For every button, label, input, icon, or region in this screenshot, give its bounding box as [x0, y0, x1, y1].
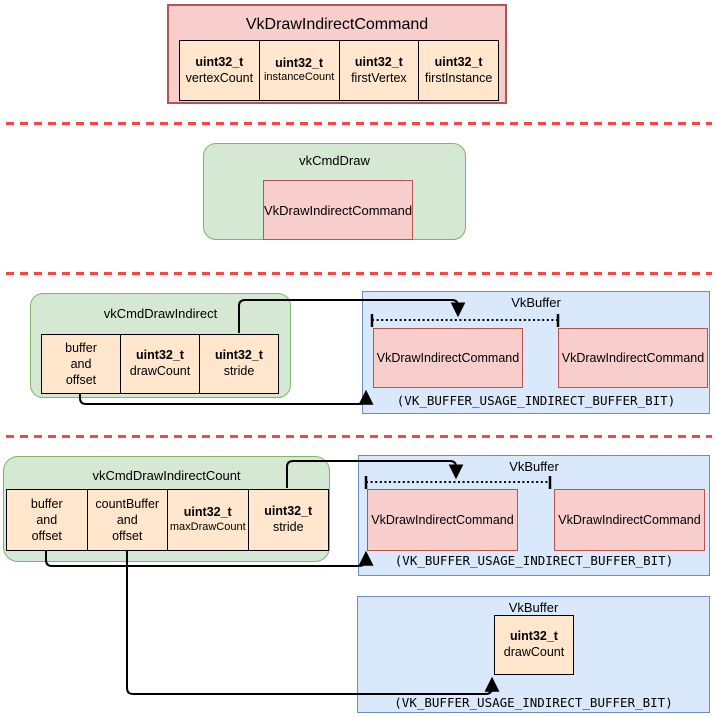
field-type: uint32_t	[275, 55, 324, 70]
param-text: buffer and offset	[65, 340, 97, 388]
buffer-usage-caption: (VK_BUFFER_USAGE_INDIRECT_BUFFER_BIT)	[396, 393, 676, 408]
field-type: uint32_t	[195, 54, 244, 69]
param-text: buffer and offset	[30, 496, 63, 544]
param-buffer-offset: buffer and offset	[41, 334, 121, 394]
field-name: vertexCount	[185, 70, 254, 85]
field-name: instanceCount	[263, 71, 335, 84]
struct-field-row: uint32_t vertexCount uint32_t instanceCo…	[179, 40, 499, 101]
vkbuffer-indirect-box: VkBuffer VkDrawIndirectCommand VkDrawInd…	[362, 291, 710, 414]
vkcmddrawindirect-param-row: buffer and offset uint32_t drawCount uin…	[41, 334, 279, 394]
vkcmddrawindirectcount-box: vkCmdDrawIndirectCount buffer and offset…	[3, 456, 330, 562]
param-name: stride	[272, 520, 304, 534]
buffer-command-0: VkDrawIndirectCommand	[367, 489, 518, 551]
vkbuffer-title: VkBuffer	[511, 295, 561, 310]
vkcmddrawindirect-box: vkCmdDrawIndirect buffer and offset uint…	[30, 293, 291, 398]
param-countbuffer-offset: countBuffer and offset	[87, 489, 168, 551]
struct-vkdrawindirectcommand-box: VkDrawIndirectCommand uint32_t vertexCou…	[167, 4, 507, 104]
vkbuffer-title: VkBuffer	[509, 459, 559, 474]
vkcmddraw-inner-command: VkDrawIndirectCommand	[263, 180, 413, 240]
struct-field-firstvertex: uint32_t firstVertex	[339, 40, 420, 101]
param-type: uint32_t	[264, 504, 313, 519]
param-text: countBuffer and offset	[95, 496, 160, 544]
vkbuffer-drawcount-box: VkBuffer uint32_t drawCount (VK_BUFFER_U…	[357, 596, 710, 713]
param-type: uint32_t	[215, 348, 263, 363]
field-name: drawCount	[503, 645, 565, 659]
buffer-command-0: VkDrawIndirectCommand	[373, 328, 523, 388]
param-stride: uint32_t stride	[200, 334, 279, 394]
vkcmddraw-title: vkCmdDraw	[299, 153, 370, 168]
param-name: drawCount	[129, 364, 191, 378]
param-name: stride	[223, 364, 255, 378]
field-type: uint32_t	[434, 54, 483, 69]
struct-field-firstinstance: uint32_t firstInstance	[419, 40, 499, 101]
param-name: maxDrawCount	[169, 520, 246, 533]
vkbuffer-count-indirect-box: VkBuffer VkDrawIndirectCommand VkDrawInd…	[358, 455, 710, 576]
param-type: uint32_t	[136, 348, 184, 363]
field-name: firstInstance	[424, 70, 493, 85]
buffer-usage-caption: (VK_BUFFER_USAGE_INDIRECT_BUFFER_BIT)	[394, 553, 674, 568]
field-type: uint32_t	[510, 629, 558, 644]
buffer-usage-caption: (VK_BUFFER_USAGE_INDIRECT_BUFFER_BIT)	[394, 695, 673, 710]
vkcmddraw-box: vkCmdDraw VkDrawIndirectCommand	[203, 143, 466, 240]
struct-field-instancecount: uint32_t instanceCount	[259, 40, 340, 101]
section-divider-2	[6, 272, 712, 275]
field-type: uint32_t	[354, 54, 403, 69]
vkcmddrawindirectcount-title: vkCmdDrawIndirectCount	[92, 468, 241, 483]
vkcmddrawindirect-title: vkCmdDrawIndirect	[103, 306, 218, 321]
drawcount-field-box: uint32_t drawCount	[494, 615, 574, 675]
param-type: uint32_t	[183, 505, 232, 520]
section-divider-3	[6, 435, 712, 438]
struct-field-vertexcount: uint32_t vertexCount	[179, 40, 260, 101]
buffer-command-1: VkDrawIndirectCommand	[558, 328, 708, 388]
section-divider-1	[6, 122, 712, 125]
param-drawcount: uint32_t drawCount	[121, 334, 200, 394]
field-name: firstVertex	[351, 70, 407, 85]
param-maxdrawcount: uint32_t maxDrawCount	[168, 489, 249, 551]
buffer-command-1: VkDrawIndirectCommand	[554, 489, 705, 551]
vkbuffer-title: VkBuffer	[508, 600, 559, 615]
vkcmddrawindirectcount-param-row: buffer and offset countBuffer and offset…	[6, 489, 329, 551]
param-buffer-offset: buffer and offset	[6, 489, 88, 551]
param-stride: uint32_t stride	[248, 489, 329, 551]
struct-title: VkDrawIndirectCommand	[245, 16, 429, 33]
